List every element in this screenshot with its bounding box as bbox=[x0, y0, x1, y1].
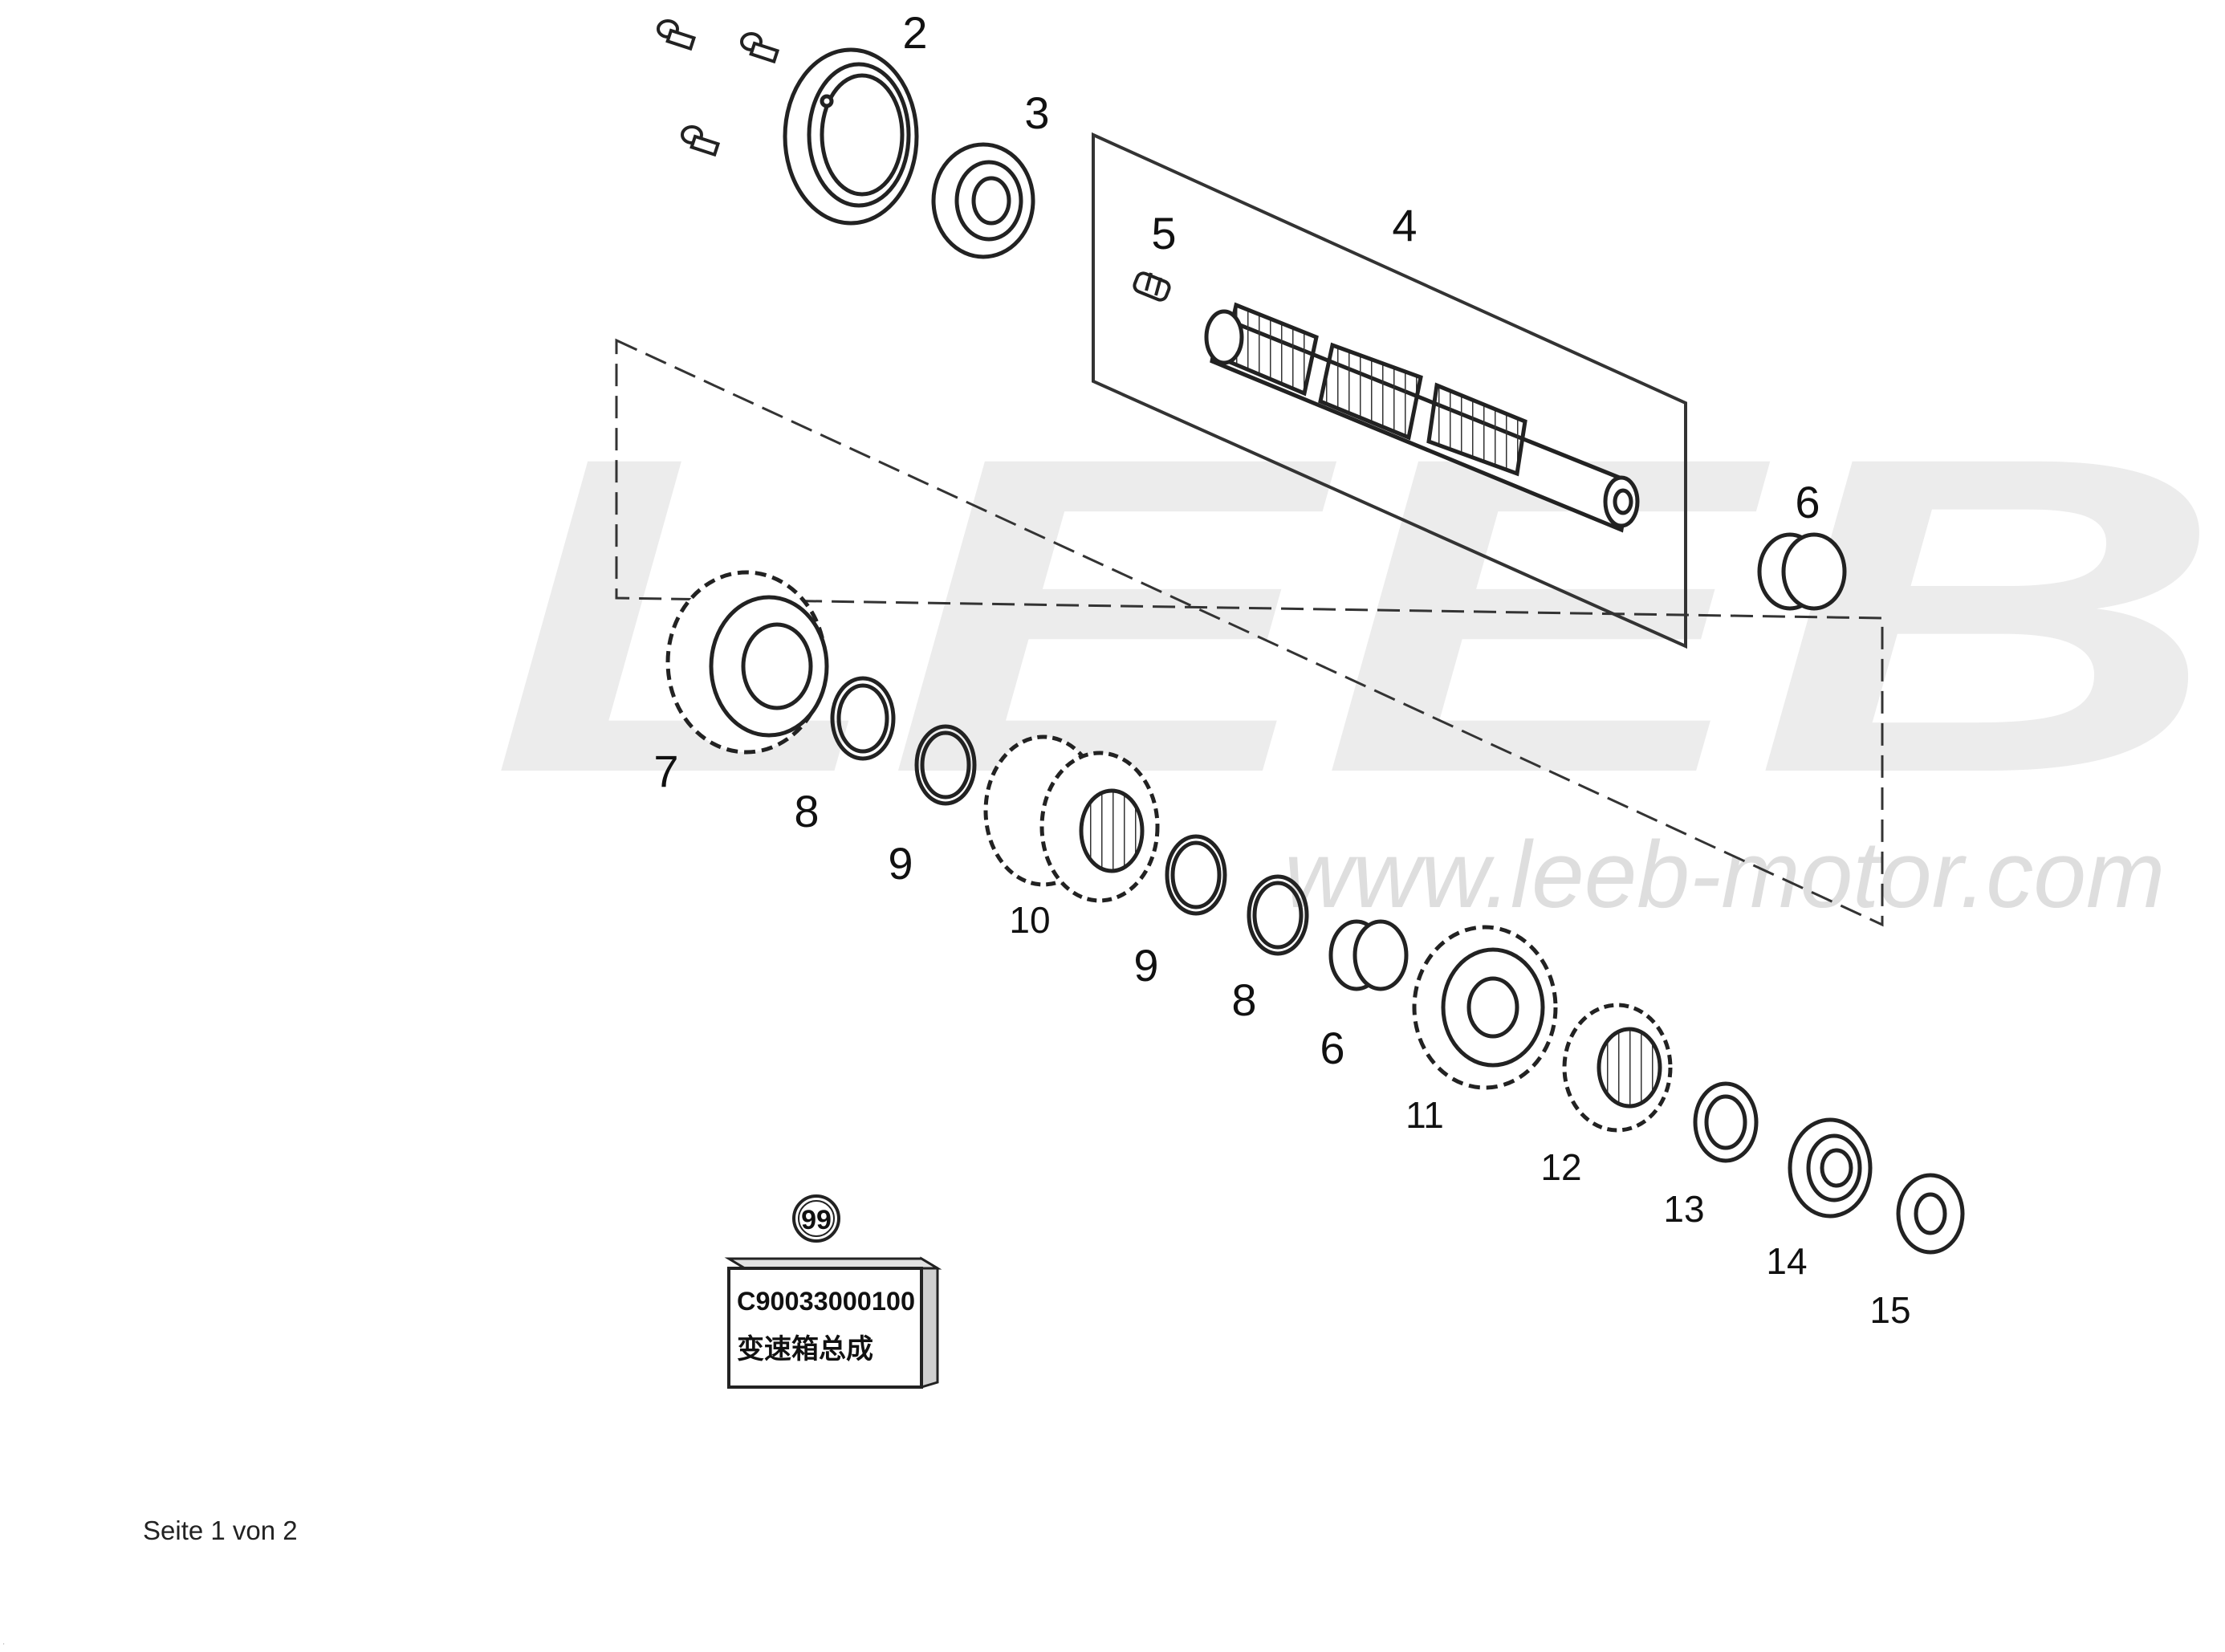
assembly-box: C90033000100 变速箱总成 bbox=[724, 1256, 942, 1390]
gear-10 bbox=[983, 734, 1160, 903]
screw-icon bbox=[1133, 271, 1171, 302]
needle-bushing-top bbox=[1757, 532, 1847, 611]
page-footer: Seite 1 von 2 bbox=[143, 1516, 298, 1545]
callout-15: 15 bbox=[1869, 1289, 1910, 1331]
callout-9: 9 bbox=[888, 838, 913, 889]
callout-8: 8 bbox=[794, 786, 819, 836]
callout-8-lower: 8 bbox=[1231, 975, 1256, 1025]
callout-12: 12 bbox=[1540, 1146, 1581, 1188]
callout-6-alt: 6 bbox=[1795, 477, 1820, 527]
edge-mark: ' bbox=[3, 1642, 5, 1650]
washer-lower bbox=[1165, 834, 1309, 956]
assembly-badge-number: 99 bbox=[801, 1205, 832, 1235]
washer bbox=[830, 676, 977, 806]
gear-7 bbox=[665, 570, 829, 755]
callout-7: 7 bbox=[653, 746, 678, 796]
gear-11 bbox=[1412, 925, 1558, 1090]
callout-6-mid: 6 bbox=[1320, 1023, 1344, 1073]
callout-10: 10 bbox=[1009, 899, 1050, 941]
callout-2: 2 bbox=[902, 7, 927, 58]
callout-9-lower: 9 bbox=[1133, 940, 1158, 991]
callout-labels: 2 3 4 5 6 6 7 8 9 10 9 8 11 12 13 14 15 bbox=[653, 7, 1910, 1331]
main-shaft bbox=[1204, 302, 1640, 533]
callout-5: 5 bbox=[1151, 208, 1176, 258]
assembly-part-number: C90033000100 bbox=[737, 1287, 915, 1316]
callout-6-top: 6 bbox=[1795, 477, 1820, 527]
gear-group-box bbox=[615, 338, 1884, 927]
bolt-icon bbox=[657, 19, 780, 157]
gear-12 bbox=[1562, 1003, 1673, 1133]
callout-13: 13 bbox=[1663, 1188, 1704, 1230]
assembly-description: 变速箱总成 bbox=[737, 1333, 873, 1365]
end-stack bbox=[1693, 1081, 1965, 1255]
callout-4: 4 bbox=[1392, 200, 1417, 250]
bearing-retainer bbox=[783, 47, 919, 226]
shaft-group-box bbox=[1092, 132, 1687, 649]
callout-14: 14 bbox=[1766, 1240, 1807, 1282]
needle-bushing-lower bbox=[1328, 919, 1409, 991]
assembly-badge: 99 bbox=[792, 1194, 840, 1243]
callout-3: 3 bbox=[1024, 87, 1049, 138]
watermark-url: www.leeb-motor.com bbox=[1284, 822, 2165, 928]
ball-bearing bbox=[931, 142, 1035, 259]
callout-11: 11 bbox=[1405, 1094, 1444, 1136]
